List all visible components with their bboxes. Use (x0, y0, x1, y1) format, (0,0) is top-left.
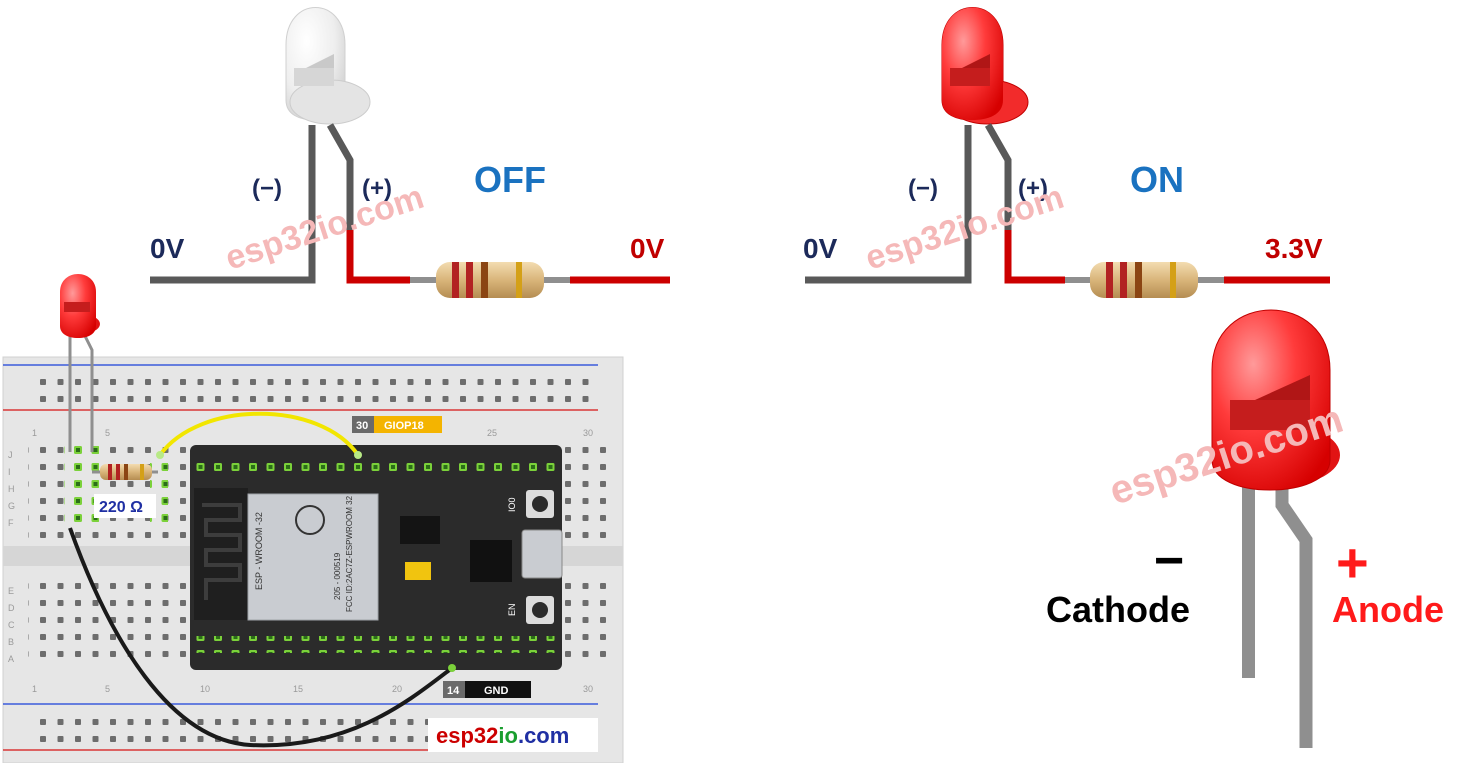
svg-text:esp32io.com: esp32io.com (436, 723, 569, 748)
row-letter-h: H (8, 484, 15, 494)
row-letter-i: I (8, 467, 11, 477)
row-letter-b: B (8, 637, 14, 647)
on-state-label: ON (1130, 159, 1184, 200)
col-number-30-top: 30 (583, 428, 593, 438)
row-letter-g: G (8, 501, 15, 511)
cathode-leg (1242, 480, 1255, 678)
row-letter-a: A (8, 654, 14, 664)
row-letter-e: E (8, 586, 14, 596)
gpio-wire (158, 411, 360, 457)
led-off (285, 7, 371, 125)
button-label-io0: IO0 (507, 497, 517, 512)
off-minus-label: (−) (252, 175, 282, 202)
anode-label: Anode (1332, 589, 1444, 630)
col-number-10: 10 (200, 684, 210, 694)
gpio-pin-tag: 30 GIOP18 (352, 416, 442, 433)
on-minus-label: (−) (908, 175, 938, 202)
on-plus-label: (+) (1018, 175, 1048, 202)
breadboard: J I H G F E D C B A 1 5 25 30 1 5 10 15 … (2, 274, 624, 763)
col-number-5-bottom: 5 (105, 684, 110, 694)
off-resistor (410, 262, 670, 298)
module-label-id: 205 - 000519 (333, 552, 342, 600)
row-letter-j: J (8, 450, 13, 460)
brand-logo: esp32io.com (428, 718, 598, 752)
led-on (941, 7, 1029, 125)
on-circuit: (−) (+) ON 0V 3.3V esp32io.com (803, 7, 1330, 298)
gnd-pin-number: 14 (447, 685, 460, 697)
row-letter-c: C (8, 620, 15, 630)
off-left-voltage: 0V (150, 233, 185, 264)
off-right-voltage: 0V (630, 233, 665, 264)
brand-part-2: io (498, 723, 518, 748)
col-number-30-bottom: 30 (583, 684, 593, 694)
off-plus-label: (+) (362, 175, 392, 202)
row-letter-f: F (8, 518, 14, 528)
col-number-15: 15 (293, 684, 303, 694)
brand-part-1: esp32 (436, 723, 498, 748)
off-cathode-wire (150, 125, 316, 284)
esp32-board: ESP - WROOM -32 205 - 000519 FCC ID:2AC7… (190, 445, 563, 670)
gnd-pin-tag: 14 GND (443, 681, 531, 698)
cathode-label: Cathode (1046, 589, 1190, 630)
on-anode-wire (1004, 230, 1065, 284)
minus-symbol: − (1154, 532, 1184, 590)
gnd-pin-label: GND (484, 685, 509, 697)
off-state-label: OFF (474, 159, 546, 200)
col-number-25: 25 (487, 428, 497, 438)
gpio-pin-number: 30 (356, 420, 368, 432)
gnd-wire (68, 527, 454, 748)
resistor-label-bg (94, 494, 156, 518)
module-label-wroom: ESP - WROOM -32 (254, 512, 264, 590)
button-label-en: EN (507, 603, 517, 616)
on-right-voltage: 3.3V (1265, 233, 1323, 264)
off-anode-wire (346, 230, 410, 284)
on-resistor (1065, 262, 1330, 298)
resistor-label: 220 Ω (99, 499, 143, 516)
breadboard-resistor (92, 464, 158, 480)
led-large (1211, 309, 1340, 491)
on-cathode-wire (805, 125, 972, 284)
plus-symbol: + (1336, 531, 1369, 594)
col-number-1: 1 (32, 428, 37, 438)
anode-leg (1275, 480, 1313, 748)
brand-part-3: .com (518, 723, 569, 748)
col-number-1-bottom: 1 (32, 684, 37, 694)
gpio-pin-label: GIOP18 (384, 420, 424, 432)
col-number-5: 5 (105, 428, 110, 438)
led-legend: esp32io.com − + Cathode Anode (1046, 309, 1444, 748)
col-number-20: 20 (392, 684, 402, 694)
row-letter-d: D (8, 603, 15, 613)
breadboard-led (60, 274, 100, 452)
module-label-fcc: FCC ID:2AC7Z-ESPWROOM 32 (345, 495, 354, 612)
off-circuit: (−) (+) OFF 0V 0V esp32io.com (150, 7, 670, 298)
on-left-voltage: 0V (803, 233, 838, 264)
